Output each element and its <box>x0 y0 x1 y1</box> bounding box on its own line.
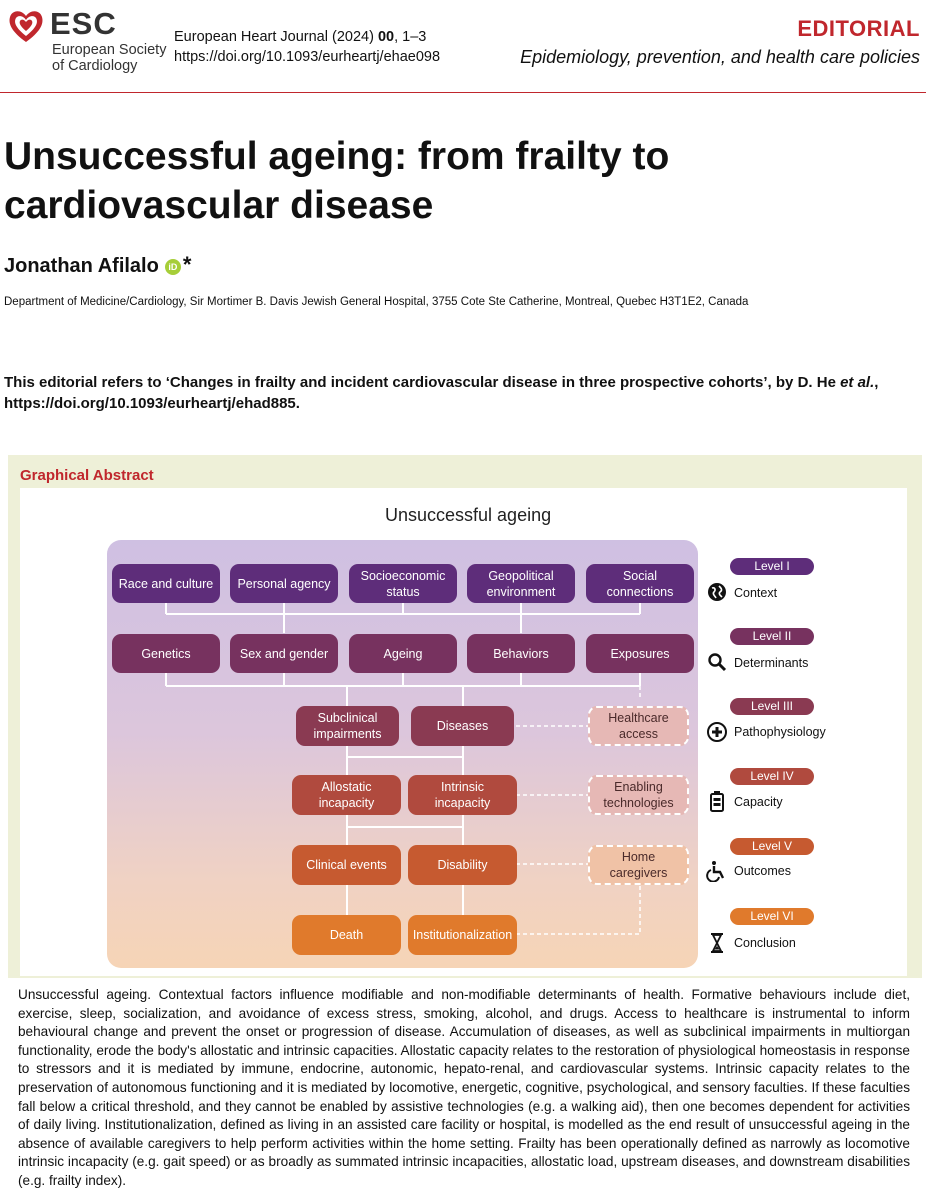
magnifier-icon <box>706 652 728 677</box>
brand-subtitle-line2: of Cardiology <box>52 58 138 74</box>
journal-citation: European Heart Journal (2024) 00, 1–3 ht… <box>174 27 440 67</box>
node-ageing: Ageing <box>349 634 457 673</box>
level-badge-4: Level IV <box>730 768 814 785</box>
level-name-5: Outcomes <box>734 864 791 878</box>
author-line: Jonathan Afilalo iD* <box>4 252 191 278</box>
node-subclinical-impairments: Subclinical impairments <box>296 706 399 746</box>
graphical-abstract-label: Graphical Abstract <box>20 467 154 484</box>
node-intrinsic-incapacity: Intrinsic incapacity <box>408 775 517 815</box>
level-name-6: Conclusion <box>734 936 796 950</box>
node-disability: Disability <box>408 845 517 885</box>
wheelchair-icon <box>706 860 728 887</box>
node-diseases: Diseases <box>411 706 514 746</box>
journal-volume: 00 <box>377 29 395 45</box>
article-title-line2: cardiovascular disease <box>4 184 434 227</box>
battery-icon <box>706 790 728 817</box>
journal-name: European Heart Journal (2024) <box>174 29 378 45</box>
level-badge-3: Level III <box>730 698 814 715</box>
level-name-1: Context <box>734 586 778 600</box>
node-sex-and-gender: Sex and gender <box>230 634 338 673</box>
figure-caption: Unsuccessful ageing. Contextual factors … <box>18 987 910 1188</box>
refers-comma: , <box>874 374 879 391</box>
article-title: Unsuccessful ageing: from frailty to car… <box>4 132 904 230</box>
level-badge-2: Level II <box>730 628 814 645</box>
node-exposures: Exposures <box>586 634 694 673</box>
refers-text: This editorial refers to ‘Changes in fra… <box>4 374 841 391</box>
author-name[interactable]: Jonathan Afilalo <box>4 255 159 277</box>
node-home-caregivers: Home caregivers <box>588 845 689 885</box>
orcid-icon[interactable]: iD <box>164 259 181 275</box>
refers-note: This editorial refers to ‘Changes in fra… <box>4 372 924 414</box>
globe-icon <box>706 582 728 607</box>
figure-title: Unsuccessful ageing <box>385 505 552 525</box>
node-social-connections: Social connections <box>586 564 694 603</box>
node-clinical-events: Clinical events <box>292 845 401 885</box>
level-badge-1: Level I <box>730 558 814 575</box>
node-death: Death <box>292 915 401 955</box>
node-institutionalization: Institutionalization <box>408 915 517 955</box>
node-genetics: Genetics <box>112 634 220 673</box>
header-divider <box>0 92 926 93</box>
level-name-4: Capacity <box>734 795 783 809</box>
brand-subtitle: European Society of Cardiology <box>52 42 166 74</box>
node-personal-agency: Personal agency <box>230 564 338 603</box>
refers-doi-link[interactable]: https://doi.org/10.1093/eurheartj/ehad88… <box>4 395 300 412</box>
brand-subtitle-line1: European Society <box>52 42 167 58</box>
article-type-label: EDITORIAL <box>797 16 920 41</box>
level-name-2: Determinants <box>734 656 809 670</box>
node-allostatic-incapacity: Allostatic incapacity <box>292 775 401 815</box>
plus-circle-icon <box>706 722 728 747</box>
node-socioeconomic-status: Socioeconomic status <box>349 564 457 603</box>
journal-pages: , 1–3 <box>394 29 427 45</box>
corresponding-mark: * <box>182 252 192 277</box>
level-name-3: Pathophysiology <box>734 725 826 739</box>
level-badge-5: Level V <box>730 838 814 855</box>
refers-etal: et al. <box>840 374 875 391</box>
hourglass-icon <box>706 932 728 959</box>
author-affiliation: Department of Medicine/Cardiology, Sir M… <box>4 296 749 308</box>
heart-logo-icon <box>9 11 43 42</box>
section-label: Epidemiology, prevention, and health car… <box>520 47 920 67</box>
esc-logo <box>6 6 46 46</box>
node-enabling-technologies: Enabling technologies <box>588 775 689 815</box>
brand-name: ESC <box>50 6 117 41</box>
node-race-and-culture: Race and culture <box>112 564 220 603</box>
article-title-line1: Unsuccessful ageing: from frailty to <box>4 135 670 178</box>
node-geopolitical-environment: Geopolitical environment <box>467 564 575 603</box>
level-badge-6: Level VI <box>730 908 814 925</box>
node-healthcare-access: Healthcare access <box>588 706 689 746</box>
node-behaviors: Behaviors <box>467 634 575 673</box>
journal-doi-link[interactable]: https://doi.org/10.1093/eurheartj/ehae09… <box>174 49 441 65</box>
